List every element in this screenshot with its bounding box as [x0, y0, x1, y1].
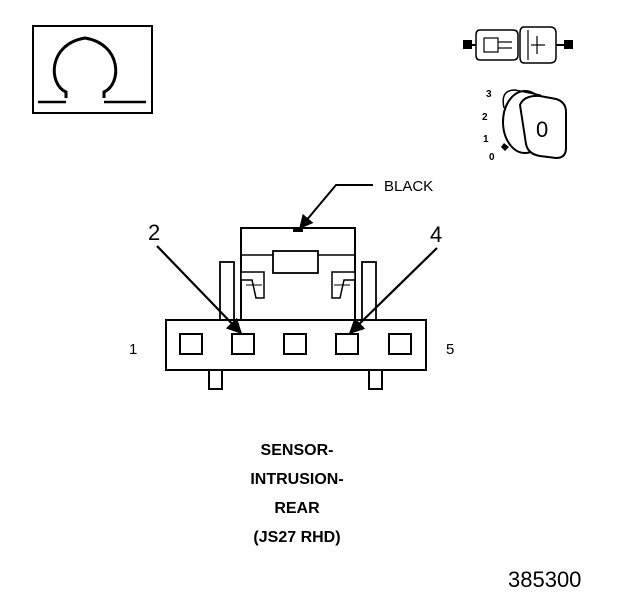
connector-cavities [179, 333, 412, 355]
pin-4-arrow [348, 247, 438, 335]
connector-body [165, 227, 427, 390]
ohm-icon [38, 36, 146, 104]
cavity-5 [388, 333, 412, 355]
cavity-1 [179, 333, 203, 355]
connector-color-label: BLACK [384, 178, 433, 195]
pin-callouts: 2 4 1 5 [129, 220, 454, 358]
cavity-2 [231, 333, 255, 355]
ohm-symbol-box [32, 25, 153, 114]
key-position-0: 0 [489, 152, 495, 163]
caption-line-3: REAR [274, 500, 320, 517]
key-position-3: 3 [486, 89, 492, 100]
caption-line-2: INTRUSION- [250, 471, 343, 488]
cavity-3 [283, 333, 307, 355]
pin-4-label: 4 [430, 222, 442, 247]
pin-5-label: 5 [446, 341, 454, 358]
ignition-key-icon: 3 2 1 0 0 [482, 89, 567, 163]
caption-line-4: (JS27 RHD) [253, 529, 340, 546]
pin-2-label: 2 [148, 220, 160, 245]
key-position-1: 1 [483, 134, 489, 145]
connector-mating-icon [463, 26, 573, 64]
connector-caption: SENSOR- INTRUSION- REAR (JS27 RHD) [250, 442, 343, 546]
cavity-4 [335, 333, 359, 355]
color-callout: BLACK [299, 178, 433, 230]
figure-number: 385300 [508, 567, 581, 592]
key-face-label: 0 [536, 117, 548, 142]
caption-line-1: SENSOR- [261, 442, 334, 459]
pin-1-label: 1 [129, 341, 137, 358]
pin-2-arrow [156, 245, 243, 335]
key-position-2: 2 [482, 112, 488, 123]
